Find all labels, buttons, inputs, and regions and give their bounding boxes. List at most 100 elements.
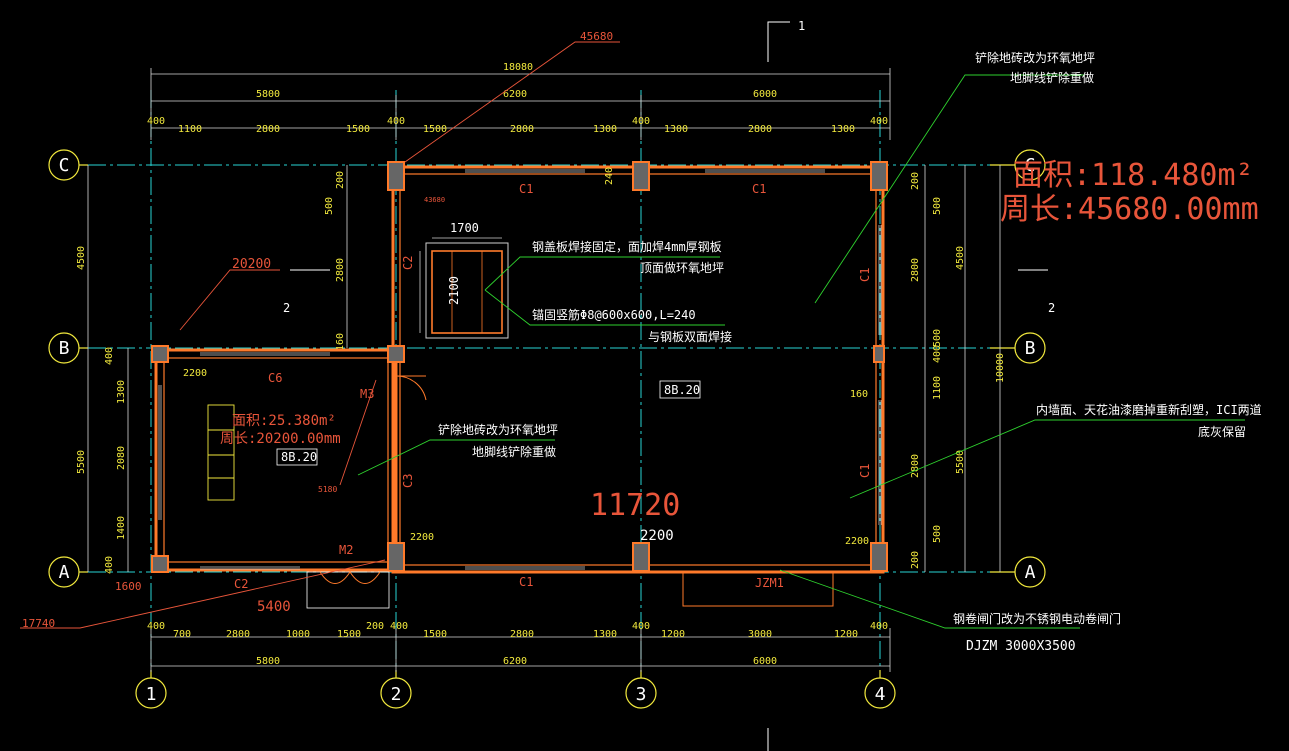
note-anchor-1: 锚固竖筋Φ8@600x600,L=240 xyxy=(532,307,696,322)
dim-bot-d11: 1200 xyxy=(661,629,685,640)
dim-span-top-3: 6000 xyxy=(753,89,777,100)
note-mid-1: 铲除地砖改为环氧地坪 xyxy=(438,422,558,437)
dim-bot-d8: 2800 xyxy=(510,629,534,640)
dim-left-l2: 2080 xyxy=(116,446,127,470)
dim-left-l1: 1300 xyxy=(116,380,127,404)
label-c1-top-left: C1 xyxy=(519,182,533,196)
dim-left-u0: 200 xyxy=(335,171,346,189)
door-m2-swing xyxy=(319,571,381,584)
dim-top-d11: 1300 xyxy=(831,124,855,135)
steel-plate-detail xyxy=(419,237,509,339)
note-wall-1: 内墙面、天花油漆磨掉重新刮塑，ICI两道 xyxy=(1036,402,1262,417)
dim-left-u3: 160 xyxy=(335,333,346,351)
label-c1-right-upper: C1 xyxy=(858,268,872,282)
red-label-5180: 5180 xyxy=(318,485,337,494)
note-anchor-2: 与钢板双面焊接 xyxy=(648,329,732,344)
dim-bot-d7: 1500 xyxy=(423,629,447,640)
dim-overall-top: 18080 xyxy=(503,62,533,73)
grid-label-2: 2 xyxy=(391,684,402,705)
dim-bot-d4: 1500 xyxy=(337,629,361,640)
column-3a xyxy=(632,542,650,572)
grid-label-a-right: A xyxy=(1025,562,1036,583)
label-c2-bottom: C2 xyxy=(234,577,248,591)
dims-right-text: 10000 4500 5500 200 500 2800 500 400 110… xyxy=(910,172,1006,569)
equipment-outline xyxy=(207,404,235,501)
column-1b xyxy=(151,345,169,363)
red-dimension-labels: 45680 20200 17740 1600 5400 11720 5180 4… xyxy=(22,30,680,630)
detail-dim-240-top: 240 xyxy=(604,167,615,185)
red-label-45680: 45680 xyxy=(580,30,613,43)
dim-bot-d10: 400 xyxy=(632,621,650,632)
dim-right-d4: 400 xyxy=(932,345,943,363)
leader-lines xyxy=(20,41,1245,629)
grid-label-3: 3 xyxy=(636,684,647,705)
dim-bot-d0: 400 xyxy=(147,621,165,632)
note-plate-1: 钢盖板焊接固定，面加焊4mm厚钢板 xyxy=(532,239,722,254)
room-tag-small: 8B.20 xyxy=(281,450,317,464)
dim-top-d10: 2800 xyxy=(748,124,772,135)
dim-bot-d14: 400 xyxy=(870,621,888,632)
dim-top-d9: 1300 xyxy=(664,124,688,135)
area-main-area: 面积:118.480m² xyxy=(1013,158,1254,193)
dim-top-d3: 1500 xyxy=(346,124,370,135)
dim-top-d5: 1500 xyxy=(423,124,447,135)
label-m2: M2 xyxy=(339,543,353,557)
dim-bot-d3: 1000 xyxy=(286,629,310,640)
dim-top-d2: 2800 xyxy=(256,124,280,135)
column-4b xyxy=(873,345,885,363)
dim-left-u2: 2800 xyxy=(335,258,346,282)
dim-left-l0: 400 xyxy=(104,347,115,365)
label-m3: M3 xyxy=(360,387,374,401)
column-1a xyxy=(151,555,169,573)
red-label-17740: 17740 xyxy=(22,617,55,630)
dim-left-l3: 1400 xyxy=(116,516,127,540)
dim-overall-right: 10000 xyxy=(995,353,1006,383)
column-2b xyxy=(387,345,405,363)
dim-span-right-2: 5500 xyxy=(955,450,966,474)
column-3c xyxy=(632,161,650,191)
area-small-area: 面积:25.380m² xyxy=(232,413,336,429)
dims-top-lines xyxy=(150,68,891,140)
annotation-notes: 铲除地砖改为环氧地坪 地脚线铲除重做 钢盖板焊接固定，面加焊4mm厚钢板 顶面做… xyxy=(438,50,1262,654)
detail-dim-1700: 1700 xyxy=(450,221,479,235)
label-c3: C3 xyxy=(401,474,415,488)
dims-left-lines xyxy=(87,165,348,572)
window-lines xyxy=(158,169,882,570)
note-plate-2: 顶面做环氧地坪 xyxy=(640,260,724,275)
note-door-2: DJZM 3000X3500 xyxy=(966,639,1076,654)
dim-left-u1: 500 xyxy=(324,197,335,215)
detail-dim-160-right: 160 xyxy=(850,389,868,400)
dim-left-l4: 400 xyxy=(104,556,115,574)
detail-dim-2200-right: 2200 xyxy=(845,536,869,547)
detail-dim-2200-left: 2200 xyxy=(410,532,434,543)
dim-top-d7: 1300 xyxy=(593,124,617,135)
dim-right-d1: 500 xyxy=(932,197,943,215)
dim-bot-d13: 1200 xyxy=(834,629,858,640)
detail-dim-2200-mid: 2200 xyxy=(640,528,674,544)
grid-label-b-left: B xyxy=(59,338,70,359)
door-m2-frame xyxy=(306,571,390,609)
label-c1-right-lower: C1 xyxy=(858,464,872,478)
section-mark-labels: 1 2 2 xyxy=(283,19,1055,315)
dim-top-d1: 1100 xyxy=(178,124,202,135)
label-c1-bottom: C1 xyxy=(519,575,533,589)
detail-dim-2100: 2100 xyxy=(447,276,461,305)
column-4c xyxy=(870,161,888,191)
section-mark-1: 1 xyxy=(798,19,805,33)
room-tag-main: 8B.20 xyxy=(664,383,700,397)
red-label-43680: 43680 xyxy=(424,196,445,204)
dim-right-d3: 500 xyxy=(932,329,943,347)
dims-left-text: 4500 5500 200 500 2800 160 400 1300 2080… xyxy=(76,171,346,574)
room-tag-boxes xyxy=(276,380,701,466)
dim-right-d5: 1100 xyxy=(932,376,943,400)
grid-bubble-labels: C B A C B A 1 2 3 4 xyxy=(59,155,1036,705)
dim-bot-d2: 2800 xyxy=(226,629,250,640)
dim-top-d8: 400 xyxy=(632,116,650,127)
grid-label-4: 4 xyxy=(875,684,886,705)
detail-dim-2200-small: 2200 xyxy=(183,368,207,379)
dims-top-text: 18080 5800 6200 6000 400 1100 2800 1500 … xyxy=(147,62,888,135)
dim-top-d12: 400 xyxy=(870,116,888,127)
dim-bot-d1: 700 xyxy=(173,629,191,640)
grid-label-a-left: A xyxy=(59,562,70,583)
